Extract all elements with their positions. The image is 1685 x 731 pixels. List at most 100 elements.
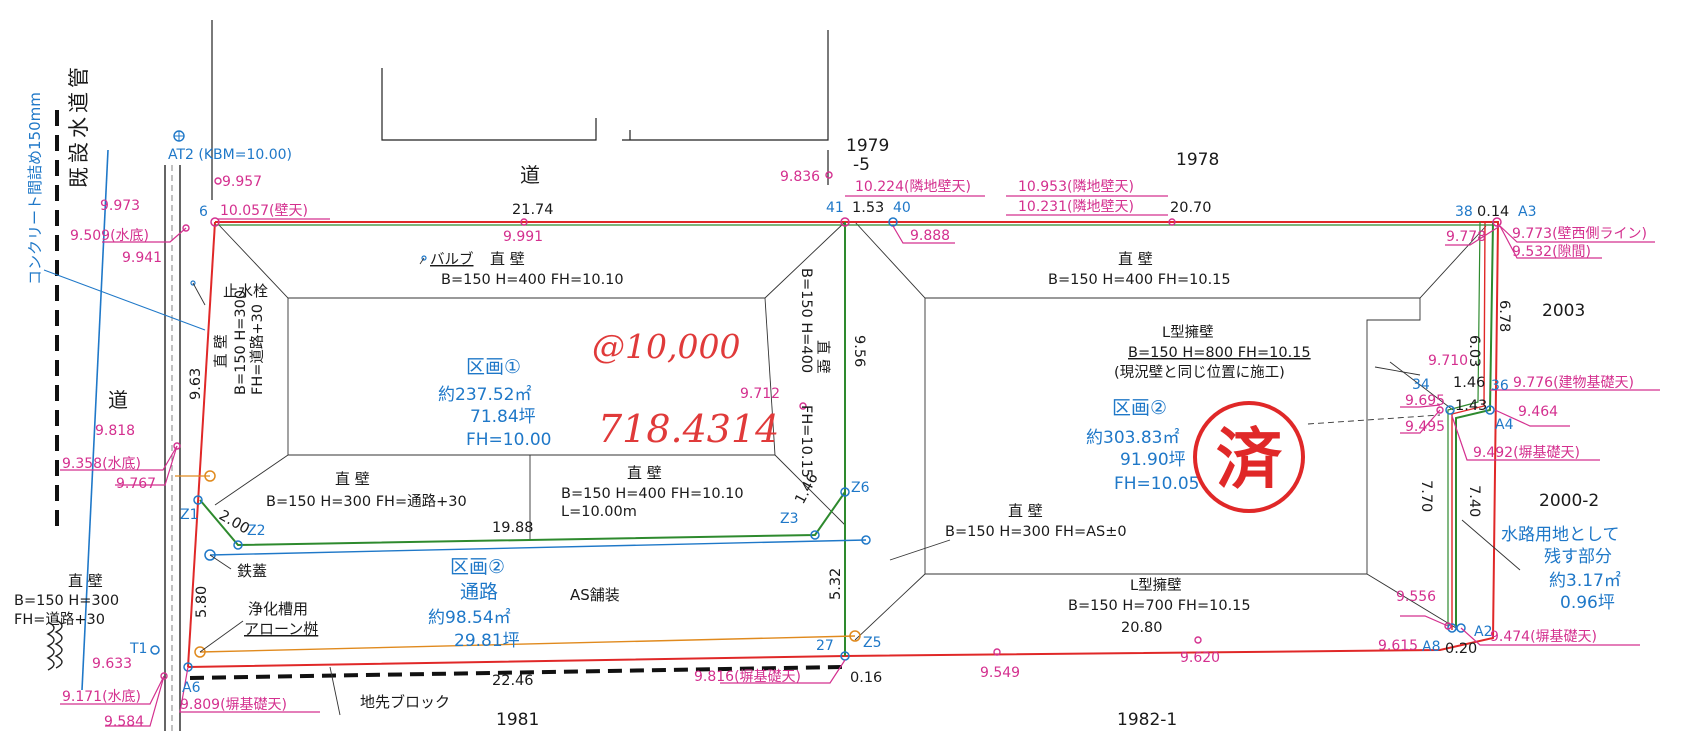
wall2-spec1: B=150 H=300 [233, 290, 249, 395]
elev-9-767: 9.767 [116, 476, 156, 492]
elev-10-057: 10.057(壁天) [220, 203, 308, 219]
road-top-label: 道 [520, 163, 540, 187]
zone2-wall-outlines [854, 221, 1487, 641]
done-stamp: 済 [1193, 401, 1305, 513]
elev-9-615: 9.615 [1378, 638, 1418, 654]
parcel-1979-5-line1: 1979 [846, 136, 889, 156]
elev-9-710: 9.710 [1428, 353, 1468, 369]
water-pipe-line [81, 149, 109, 691]
concrete-leader-line [43, 269, 206, 331]
elev-9-836: 9.836 [780, 169, 820, 185]
point-ids: 6 41 40 38 A3 34 36 A4 Z1 Z2 Z3 Z6 Z5 27… [129, 200, 1536, 696]
stop-valve-label: 止水栓 [223, 282, 268, 300]
zone2-fh: FH=10.05 [1114, 474, 1199, 494]
wall10-spec1: B=150 H=300 [14, 593, 119, 609]
dim-0-16: 0.16 [850, 670, 882, 686]
point-z6: Z6 [851, 480, 870, 496]
point-a6: A6 [182, 680, 201, 696]
elev-9-549: 9.549 [980, 665, 1020, 681]
water-pipe-label: 既設水道管 [67, 63, 91, 188]
wall4-title: 直 壁 [335, 470, 370, 488]
elev-9-556: 9.556 [1396, 589, 1436, 605]
wall-specs: 直 壁 B=150 H=400 FH=10.10 バルブ 止水栓 直 壁 B=1… [14, 250, 1311, 628]
point-a4: A4 [1495, 417, 1514, 433]
elev-9-620: 9.620 [1180, 650, 1220, 666]
iron-lid-line [209, 539, 867, 556]
elev-9-584: 9.584 [104, 714, 144, 730]
elev-9-492: 9.492(塀基礎天) [1473, 444, 1580, 461]
dim-1-43: 1.43 [1455, 398, 1487, 414]
waterway-area-tsubo: 0.96坪 [1560, 593, 1615, 613]
hedge-symbol [46, 621, 55, 671]
wall3-spec2: FH=10.15 [798, 405, 814, 478]
elev-9-509: 9.509(水底) [70, 228, 149, 244]
zone1-area-tsubo: 71.84坪 [470, 407, 536, 427]
dim-0-20: 0.20 [1445, 641, 1477, 657]
dim-left: 9.63 [188, 368, 204, 400]
zone1-wall-outlines [214, 221, 846, 540]
dim-6-03: 6.03 [1466, 335, 1482, 367]
elev-9-818: 9.818 [95, 423, 135, 439]
point-38: 38 [1455, 204, 1473, 220]
wall1-title: 直 壁 [490, 250, 525, 268]
point-34: 34 [1412, 377, 1430, 393]
point-z5: Z5 [863, 635, 882, 651]
path-title1: 区画② [450, 556, 505, 578]
elev-9-495: 9.495 [1405, 419, 1445, 435]
point-6: 6 [199, 204, 208, 220]
iron-lid-label: 鉄蓋 [237, 562, 267, 580]
wall5-spec1: B=150 H=400 FH=10.10 [561, 486, 744, 502]
site-boundary [187, 221, 1500, 668]
zone2-area-tsubo: 91.90坪 [1120, 450, 1186, 470]
point-a2: A2 [1474, 624, 1492, 640]
wall4-spec: B=150 H=300 FH=通路+30 [266, 493, 467, 510]
dim-1-53: 1.53 [852, 200, 884, 216]
elev-9-888: 9.888 [910, 228, 950, 244]
zone2-title: 区画② [1112, 397, 1167, 419]
zone1-area-m2: 約237.52㎡ [438, 385, 531, 405]
curb-block-label: 地先ブロック [360, 693, 450, 711]
concrete-note-label: コンクリート間詰め150mm [26, 92, 44, 285]
elev-9-773: 9.773(壁西側ライン) [1512, 226, 1647, 242]
path-area-tsubo: 29.81坪 [454, 631, 520, 651]
point-36: 36 [1491, 378, 1509, 394]
parcel-2003: 2003 [1542, 301, 1585, 321]
features: 鉄蓋 浄化槽用 アローン桝 AS舗装 地先ブロック [237, 562, 620, 711]
wall10-title: 直 壁 [68, 572, 103, 590]
point-27: 27 [816, 638, 834, 654]
elev-9-973: 9.973 [100, 198, 140, 214]
wall8-spec: B=150 H=300 FH=AS±0 [945, 524, 1127, 540]
road-left-label: 道 [108, 388, 128, 412]
wall6-title: 直 壁 [1118, 250, 1153, 268]
path-area-m2: 約98.54㎡ [428, 608, 511, 628]
stamp-text: 済 [1216, 420, 1283, 498]
wall10-spec2: FH=道路+30 [14, 611, 105, 628]
wall1-spec: B=150 H=400 FH=10.10 [441, 272, 624, 288]
elev-9-464: 9.464 [1518, 404, 1558, 420]
zone-labels: 区画① 約237.52㎡ 71.84坪 FH=10.00 区画② 約303.83… [428, 356, 1621, 651]
waterway-label2: 残す部分 [1544, 547, 1612, 567]
point-40: 40 [893, 200, 911, 216]
dim-7-40: 7.40 [1466, 485, 1482, 517]
septic-label1: 浄化槽用 [248, 600, 308, 618]
wall9-spec: B=150 H=700 FH=10.15 [1068, 598, 1251, 614]
septic-line [199, 635, 856, 653]
wall8-title: 直 壁 [1008, 502, 1043, 520]
elevations: 9.957 10.057(壁天) 9.973 9.509(水底) 9.941 9… [62, 169, 1647, 730]
zone2-area-m2: 約303.83㎡ [1086, 428, 1179, 448]
elev-10-953: 10.953(隣地壁天) [1018, 179, 1134, 195]
point-41: 41 [826, 200, 844, 216]
elev-9-991: 9.991 [503, 229, 543, 245]
elev-9-532: 9.532(隙間) [1512, 244, 1591, 260]
paving-label: AS舗装 [570, 586, 620, 604]
wall3-spec1: B=150 H=400 [798, 268, 814, 373]
parcel-1982-1: 1982-1 [1117, 710, 1177, 730]
point-a3: A3 [1518, 204, 1536, 220]
point-a8: A8 [1422, 639, 1440, 655]
parcel-1981: 1981 [496, 710, 539, 730]
parcel-numbers: 1979 -5 1978 2003 2000-2 1981 1982-1 道 道 [108, 136, 1599, 730]
dim-19-88: 19.88 [492, 520, 534, 536]
neighbor-outlines [211, 20, 829, 200]
dim-bottom-left: 22.46 [492, 673, 534, 689]
